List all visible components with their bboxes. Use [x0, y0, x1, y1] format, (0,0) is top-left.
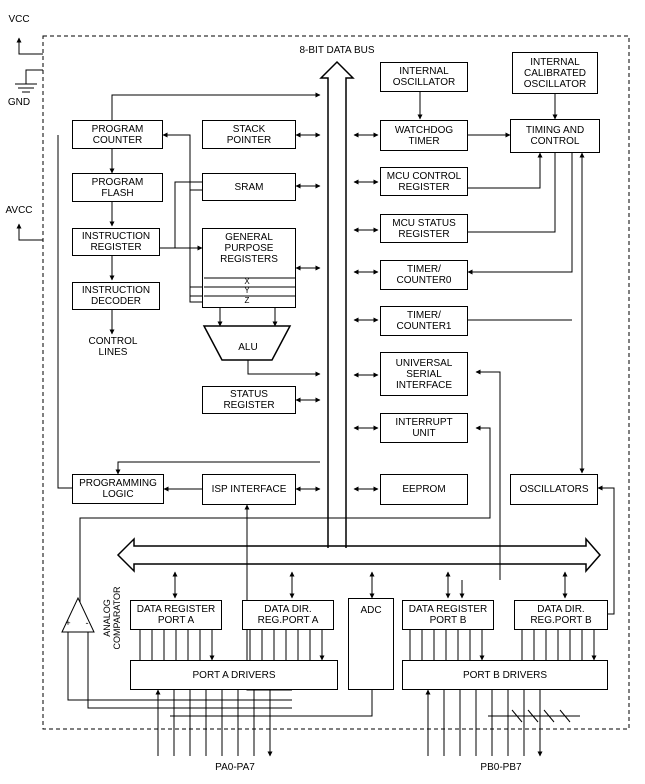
internal-calibrated-oscillator: INTERNAL CALIBRATED OSCILLATOR: [512, 52, 598, 94]
avcc-line: [16, 223, 43, 241]
gnd-label: GND: [7, 97, 31, 108]
timer-counter1: TIMER/ COUNTER1: [380, 306, 468, 336]
status-register: STATUS REGISTER: [202, 386, 296, 414]
port-a-drivers: PORT A DRIVERS: [130, 660, 338, 690]
timer-counter0: TIMER/ COUNTER0: [380, 260, 468, 290]
instruction-register: INSTRUCTION REGISTER: [72, 228, 160, 256]
internal-oscillator: INTERNAL OSCILLATOR: [380, 62, 468, 92]
mcu-control-register: MCU CONTROL REGISTER: [380, 167, 468, 196]
data-bus-label: 8-BIT DATA BUS: [299, 45, 375, 56]
control-lines-label: CONTROL LINES: [88, 336, 138, 358]
portb-pins-label: PB0-PB7: [480, 762, 522, 773]
port-a-dir-lines: [249, 630, 322, 660]
alu-shape: [202, 325, 292, 361]
data-dir-reg-port-b: DATA DIR. REG.PORT B: [514, 600, 608, 630]
eeprom: EEPROM: [380, 474, 468, 505]
isp-interface: ISP INTERFACE: [202, 474, 296, 505]
data-register-port-a: DATA REGISTER PORT A: [130, 600, 222, 630]
reg-y-label: Y: [244, 286, 250, 295]
program-counter: PROGRAM COUNTER: [72, 120, 163, 149]
vcc-label: VCC: [8, 14, 30, 25]
adc: ADC: [348, 598, 394, 690]
vcc-line: [16, 37, 43, 55]
port-b-pins: [428, 690, 540, 756]
port-a-pins: [158, 690, 270, 756]
sram: SRAM: [202, 173, 296, 201]
comparator-plus: +: [65, 618, 71, 628]
data-bus-vertical: [319, 60, 355, 548]
port-b-drivers: PORT B DRIVERS: [402, 660, 608, 690]
chip-boundary: [42, 35, 630, 730]
data-register-port-b: DATA REGISTER PORT B: [402, 600, 494, 630]
reg-z-label: Z: [244, 296, 250, 305]
general-purpose-registers: GENERAL PURPOSE REGISTERS: [202, 228, 296, 308]
alu-label: ALU: [238, 342, 258, 353]
oscillators: OSCILLATORS: [510, 474, 598, 505]
interrupt-unit: INTERRUPT UNIT: [380, 413, 468, 443]
gpr-label: GENERAL PURPOSE REGISTERS: [220, 232, 278, 265]
comparator-minus: -: [85, 618, 89, 628]
programming-logic: PROGRAMMING LOGIC: [72, 474, 164, 504]
instruction-decoder: INSTRUCTION DECODER: [72, 282, 160, 310]
reg-x-label: X: [244, 277, 250, 286]
port-b-dir-lines: [521, 630, 594, 660]
port-a-data-lines: [139, 630, 212, 660]
gnd-symbol: [15, 83, 37, 93]
avcc-label: AVCC: [5, 205, 33, 216]
port-b-data-lines: [409, 630, 482, 660]
watchdog-timer: WATCHDOG TIMER: [380, 120, 468, 151]
data-dir-reg-port-a: DATA DIR. REG.PORT A: [242, 600, 334, 630]
comparator-triangle: [61, 596, 95, 633]
data-bus-horizontal: [116, 537, 601, 573]
universal-serial-interface: UNIVERSAL SERIAL INTERFACE: [380, 352, 468, 396]
analog-comparator-label: ANALOG COMPARATOR: [102, 586, 122, 650]
stack-pointer: STACK POINTER: [202, 120, 296, 149]
timing-and-control: TIMING AND CONTROL: [510, 119, 600, 153]
porta-pins-label: PA0-PA7: [215, 762, 255, 773]
mcu-status-register: MCU STATUS REGISTER: [380, 214, 468, 243]
gnd-line: [25, 69, 43, 84]
program-flash: PROGRAM FLASH: [72, 173, 163, 202]
